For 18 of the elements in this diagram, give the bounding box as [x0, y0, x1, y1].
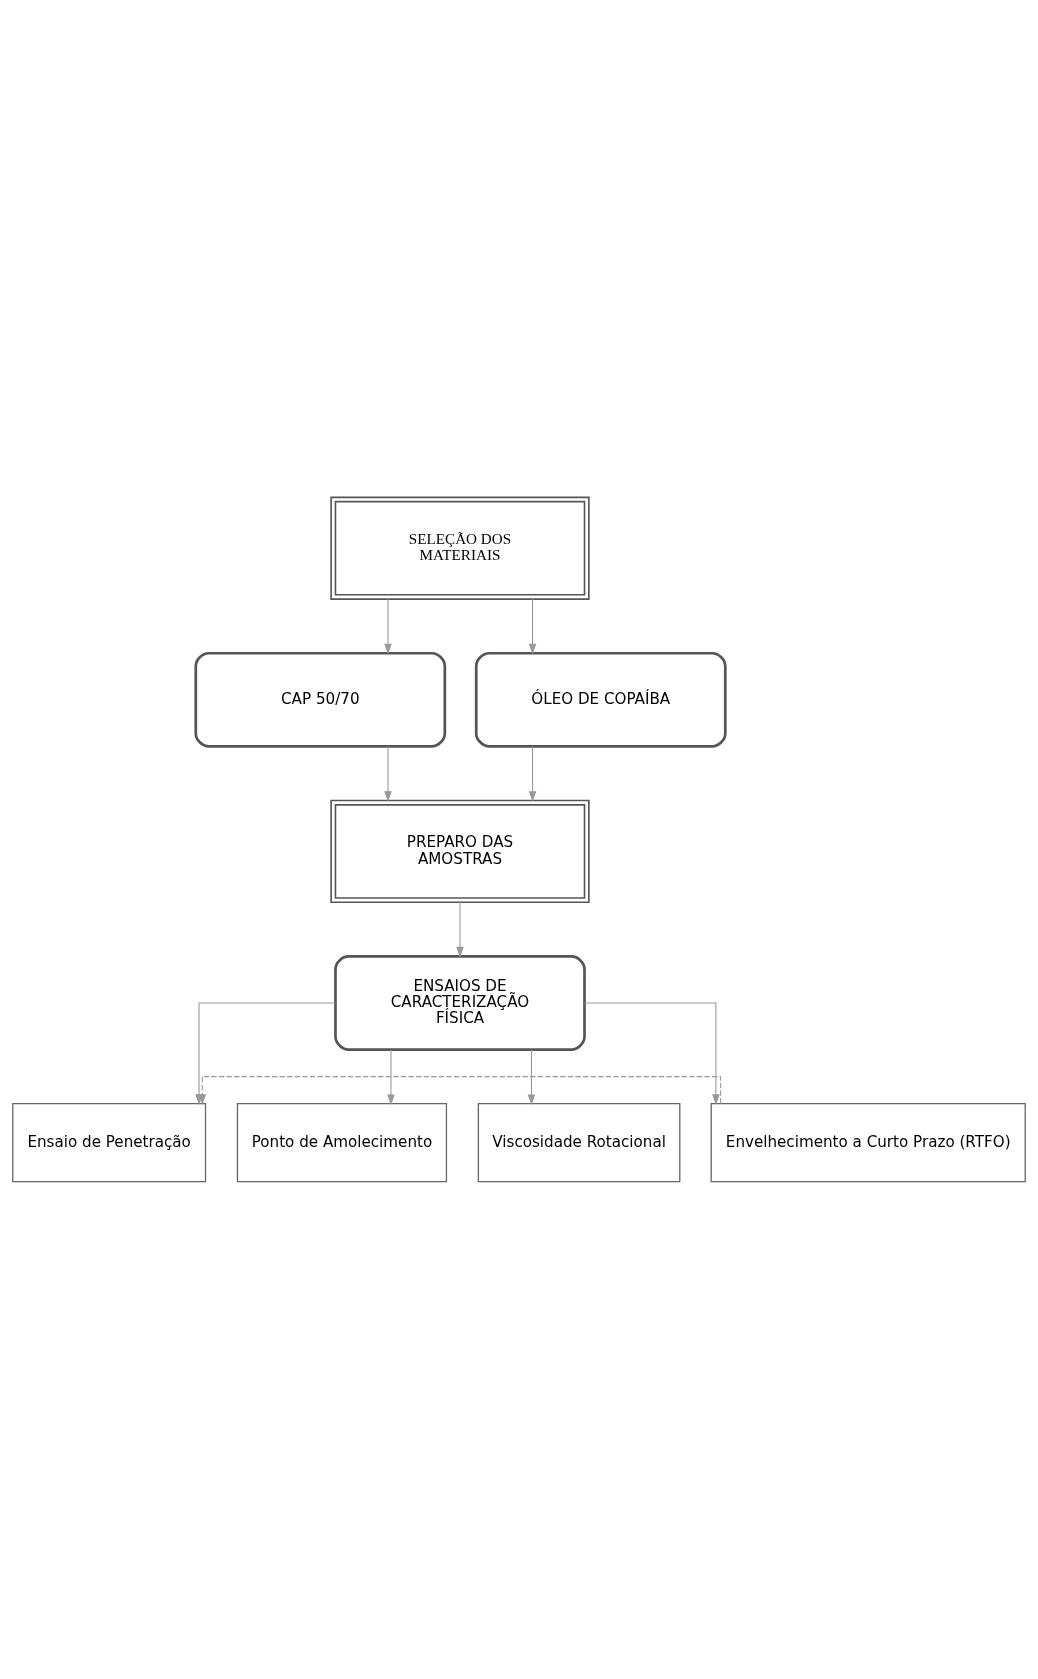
- arrow: [387, 1049, 395, 1106]
- arrow: [198, 1076, 722, 1106]
- arrow: [527, 1049, 536, 1106]
- arrow: [528, 746, 537, 802]
- node-box: Ponto de Amolecimento: [236, 1103, 448, 1183]
- node-box: SELEÇÃO DOS MATERIAIS: [330, 496, 590, 600]
- node-box: Viscosidade Rotacional: [477, 1103, 681, 1183]
- node-box: CAP 50/70: [194, 651, 447, 748]
- node-box: Ensaio de Penetração: [12, 1103, 207, 1183]
- arrow: [584, 1002, 720, 1106]
- arrow: [528, 598, 537, 655]
- node-box: ENSAIOS DE CARACTERIZAÇÃO FÍSICA: [334, 955, 586, 1051]
- node-box: ÓLEO DE COPAÍBA: [474, 651, 727, 748]
- node-box: Envelhecimento a Curto Prazo (RTFO): [710, 1103, 1026, 1183]
- arrow: [456, 901, 464, 958]
- arrow: [384, 746, 392, 802]
- node-box: PREPARO DAS AMOSTRAS: [330, 799, 590, 904]
- arrow: [384, 598, 392, 655]
